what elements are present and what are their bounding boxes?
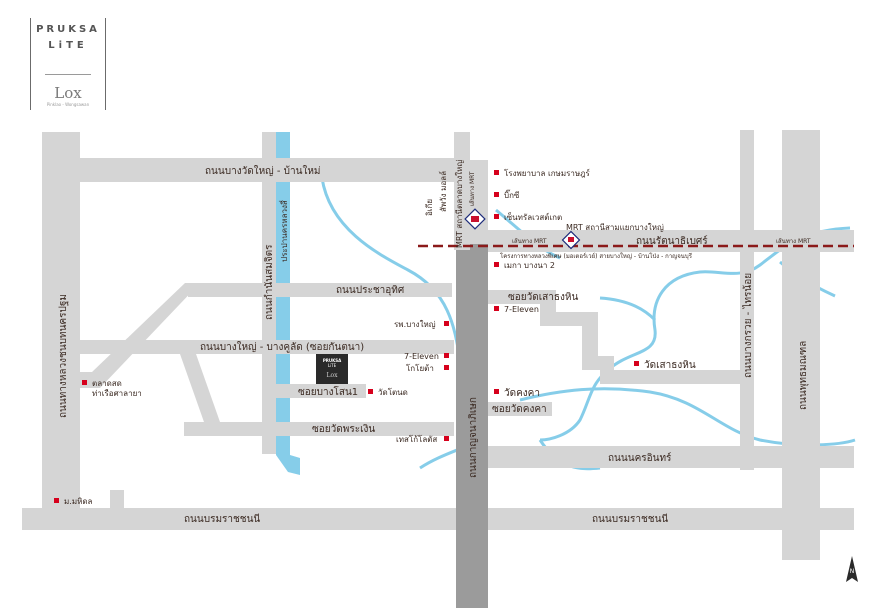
road-branch xyxy=(180,354,220,422)
label-bang-yai-bang-kulat: ถนนบางใหญ่ - บางคูลัด (ซอยกันตนา) xyxy=(200,341,364,353)
label-mrt-line-vertical: เส้นทาง MRT xyxy=(469,171,476,206)
road-pracha-utit xyxy=(188,283,452,297)
label-pracha-utit: ถนนประชาอุทิศ xyxy=(336,285,405,296)
road-soi-wat-sao-thong-hin xyxy=(488,290,740,384)
brand-name-line1: PRUKSA xyxy=(36,24,100,35)
project-marker-box xyxy=(316,354,348,384)
label-borommaratchachonnani-left: ถนนบรมราชชนนี xyxy=(184,513,260,525)
project-marker-line1: PRUKSA xyxy=(323,358,342,363)
label-bang-kruai-sai-noi: ถนนบางกรวย - ไทรน้อย xyxy=(742,273,754,378)
label-seven-eleven-2: 7-Eleven xyxy=(404,352,439,361)
label-soi-wat-khong-kha: ซอยวัดคงคา xyxy=(492,404,547,415)
compass-icon: N xyxy=(846,556,858,582)
road-nakhon-in xyxy=(488,446,854,468)
road-soi-wat-khong-kha xyxy=(488,402,552,416)
road-diagonal xyxy=(80,283,200,388)
road-rattanathibet xyxy=(488,230,854,252)
label-seven-eleven-1: 7-Eleven xyxy=(504,305,539,314)
poi-marker xyxy=(494,306,499,311)
poi-marker xyxy=(444,365,449,370)
label-talat-sub: ท่าเรือศาลายา xyxy=(92,389,142,398)
river-segment xyxy=(320,177,462,361)
label-kamnan-somjit: ถนนกำนันสมจิตร xyxy=(264,244,275,320)
road-kanchanaphisek xyxy=(456,244,488,608)
poi-marker xyxy=(494,389,499,394)
label-lotus: โกโยต้า xyxy=(406,363,434,373)
compass-label: N xyxy=(850,568,855,575)
poi-marker xyxy=(444,321,449,326)
label-bang-yai-ban-mai: ถนนบางวัดใหญ่ - บ้านใหม่ xyxy=(205,165,321,177)
brand-logo: PRUKSA LiTE Lox Pinklao - Wongsawan xyxy=(30,18,106,110)
road-soi-wat-phra-ngoen xyxy=(184,422,454,436)
road-vertical-mrt xyxy=(470,160,488,258)
road-soi-bang-len-1 xyxy=(276,384,366,398)
poi-marker xyxy=(444,436,449,441)
label-borommaratchachonnani-right: ถนนบรมราชชนนี xyxy=(592,513,668,525)
river-segment xyxy=(539,226,851,442)
label-canal: ประปานครหลวงสี่ xyxy=(278,200,289,262)
mrt-icon-market xyxy=(464,208,486,230)
label-mega-bangna: เมกา บางนา 2 xyxy=(504,261,555,270)
brand-tagline: Pinklao - Wongsawan xyxy=(46,102,90,107)
label-ikea: อิเกีย xyxy=(425,199,434,216)
label-motorway: โครงการทางหลวงพิเศษ (มอเตอร์เวย์) สายบาง… xyxy=(500,252,693,260)
label-mrt-line-right: เส้นทาง MRT xyxy=(776,238,811,245)
road-ratchathiwat xyxy=(42,132,80,512)
poi-marker xyxy=(494,262,499,267)
road-bang-yai-bang-kulat xyxy=(80,340,454,354)
road-borommaratchachonnani xyxy=(22,508,854,530)
label-wat-sao-thong-hin: วัดเสาธงหิน xyxy=(644,360,696,371)
label-soi-bang-len-1: ซอยบางโสน1 xyxy=(298,385,358,398)
poi-marker xyxy=(494,214,499,219)
road-bang-kruai-sai-noi xyxy=(740,130,754,470)
label-soi-wat-phra-ngoen: ซอยวัดพระเงิน xyxy=(312,424,375,435)
roads xyxy=(22,130,854,560)
label-mrt-line-left: เส้นทาง MRT xyxy=(512,238,547,245)
label-mrt-market: MRT สถานีตลาดบางใหญ่ xyxy=(455,160,464,248)
label-wat-khong-kha: วัดคงคา xyxy=(504,388,540,399)
road-phut-tha-mon xyxy=(782,130,820,560)
label-soi-wat-sao-thong-hin: ซอยวัดเสาธงหิน xyxy=(508,292,578,303)
brand-name-line2: LiTE xyxy=(48,40,88,51)
label-big-c: บิ๊กซี xyxy=(504,189,520,200)
label-rp-bang-yai: รพ.บางใหญ่ xyxy=(394,320,436,329)
project-marker-line2: LiTE xyxy=(328,363,337,368)
brand-sub: Lox xyxy=(54,84,82,102)
label-rattanathibet: ถนนรัตนาธิเบศร์ xyxy=(636,235,708,247)
label-talat: ตลาดสด xyxy=(92,379,122,388)
poi-markers xyxy=(54,170,639,503)
poi-marker xyxy=(494,192,499,197)
label-nakhon-in: ถนนนครอินทร์ xyxy=(608,452,672,464)
label-kasemrad: โรงพยาบาล เกษมราษฎร์ xyxy=(504,168,591,178)
poi-marker xyxy=(368,389,373,394)
project-marker: PRUKSA LiTE Lox xyxy=(316,354,348,384)
poi-marker xyxy=(494,170,499,175)
label-phut-tha-mon: ถนนพุทธมณฑล xyxy=(798,341,809,410)
label-mrt-sam-yaek: MRT สถานีสามแยกบางใหญ่ xyxy=(566,223,664,232)
label-wat-thon: วัดโตนด xyxy=(378,387,408,397)
project-marker-sub: Lox xyxy=(327,372,339,379)
label-tesco: เทสโก้โลตัส xyxy=(396,434,437,444)
label-kanchanaphisek: ถนนกาญจนาภิเษก xyxy=(468,397,479,478)
poi-marker xyxy=(444,353,449,358)
label-central-westgate: เซ็นทรัลเวสต์เกต xyxy=(504,212,562,222)
poi-marker xyxy=(54,498,59,503)
brand-divider xyxy=(45,74,91,75)
river-segment xyxy=(599,296,657,322)
label-sanpawut: สัพวัง มอลล์ xyxy=(438,171,448,212)
label-ratchathiwat: ถนนทางหลวงชนบทนครปฐม xyxy=(58,294,69,418)
label-mahidol: ม.มหิดล xyxy=(64,497,93,506)
mrt-icon-sam-yaek xyxy=(561,230,581,250)
poi-marker xyxy=(634,361,639,366)
poi-marker xyxy=(82,380,87,385)
road-short xyxy=(110,490,124,512)
